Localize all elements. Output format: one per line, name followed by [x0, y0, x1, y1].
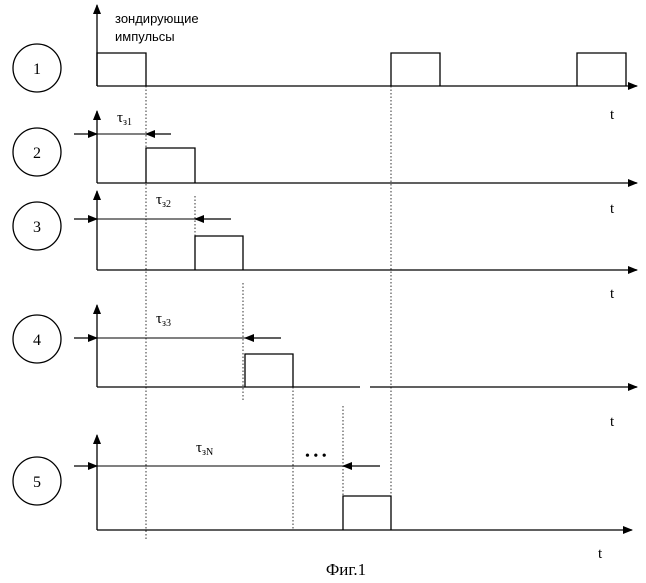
- row-number: 3: [33, 219, 41, 236]
- row-3: 3 τз2 t: [13, 191, 637, 302]
- delay-label: τз3: [156, 311, 171, 329]
- delay-label: τз1: [117, 110, 132, 128]
- probe-pulse: [577, 53, 626, 86]
- ellipsis: • • •: [305, 449, 327, 464]
- alignment-guides: [146, 86, 391, 540]
- echo-pulse: [343, 496, 391, 530]
- probe-pulse: [391, 53, 440, 86]
- row-number: 4: [33, 332, 41, 349]
- probe-label: импульсы: [115, 29, 175, 44]
- echo-pulse: [195, 236, 243, 270]
- row-2: 2 τз1 t: [13, 110, 637, 217]
- delay-label: τзN: [196, 440, 213, 458]
- time-label: t: [610, 107, 615, 123]
- row-5: 5 τзN • • • t: [13, 435, 632, 562]
- time-label: t: [598, 546, 603, 562]
- time-label: t: [610, 201, 615, 217]
- probe-pulse: [97, 53, 146, 86]
- row-number: 5: [33, 474, 41, 491]
- delay-label: τз2: [156, 192, 171, 210]
- row-number: 2: [33, 145, 41, 162]
- row-number: 1: [33, 61, 41, 78]
- time-label: t: [610, 414, 615, 430]
- echo-pulse: [146, 148, 195, 183]
- echo-pulse: [245, 354, 293, 387]
- row-4: 4 τз3 t: [13, 305, 637, 430]
- row-1: 1 зондирующие импульсы t: [13, 5, 637, 123]
- figure-caption: Фиг.1: [326, 560, 366, 579]
- probe-label: зондирующие: [115, 11, 199, 26]
- time-label: t: [610, 286, 615, 302]
